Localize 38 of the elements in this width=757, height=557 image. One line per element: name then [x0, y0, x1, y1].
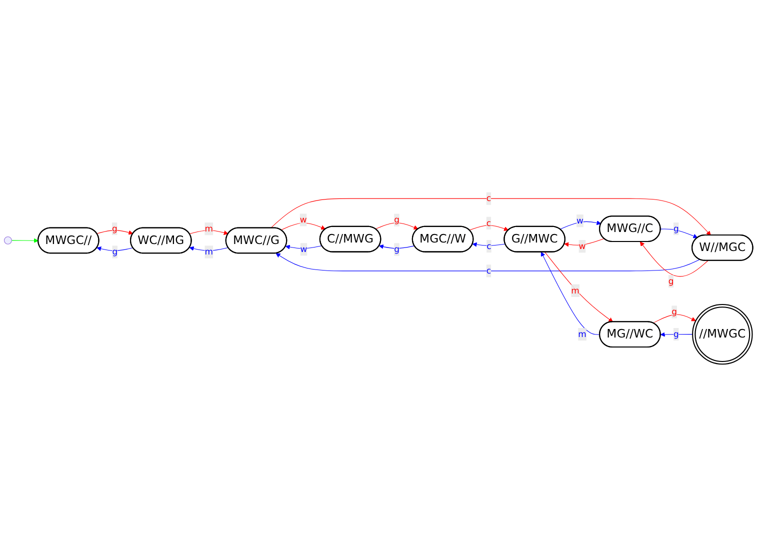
arrow: [276, 253, 700, 272]
edge-label: c: [486, 266, 491, 276]
arrow: [378, 244, 415, 250]
node-circle: //MWGC: [692, 304, 753, 365]
edge-label: c: [486, 194, 491, 204]
edge-label: g: [673, 329, 679, 340]
edge-label: g: [673, 224, 679, 234]
edge-label: g: [394, 244, 400, 255]
edge-label: m: [578, 329, 586, 340]
edge-label: c: [486, 241, 492, 252]
edge-label: c: [486, 218, 491, 228]
edge-label: g: [112, 224, 118, 234]
edge-label: g: [668, 276, 674, 286]
arrow: [96, 246, 134, 252]
arrow: [11, 238, 39, 244]
edge-label: g: [394, 215, 400, 226]
edge-label: m: [204, 247, 213, 258]
arrow: [544, 252, 614, 322]
edge-label: w: [300, 214, 307, 226]
edge-label: m: [204, 224, 213, 234]
edge-label: g: [672, 307, 678, 318]
arrow: [652, 314, 696, 324]
edge-label: m: [571, 286, 580, 296]
arrow: [96, 230, 134, 236]
arrow: [660, 332, 693, 338]
arrow: [640, 242, 708, 277]
edge-label: w: [300, 244, 308, 254]
arrow: [472, 242, 506, 248]
arrow: [540, 252, 600, 336]
arrow: [560, 220, 602, 230]
arrow: [660, 229, 698, 239]
edge-label: w: [576, 216, 584, 226]
edge-label: g: [112, 247, 118, 258]
edge-label: w: [578, 241, 586, 252]
arrow: [280, 223, 326, 231]
arrow: [375, 222, 418, 230]
arrow: [270, 198, 711, 236]
arrow: [469, 225, 509, 232]
